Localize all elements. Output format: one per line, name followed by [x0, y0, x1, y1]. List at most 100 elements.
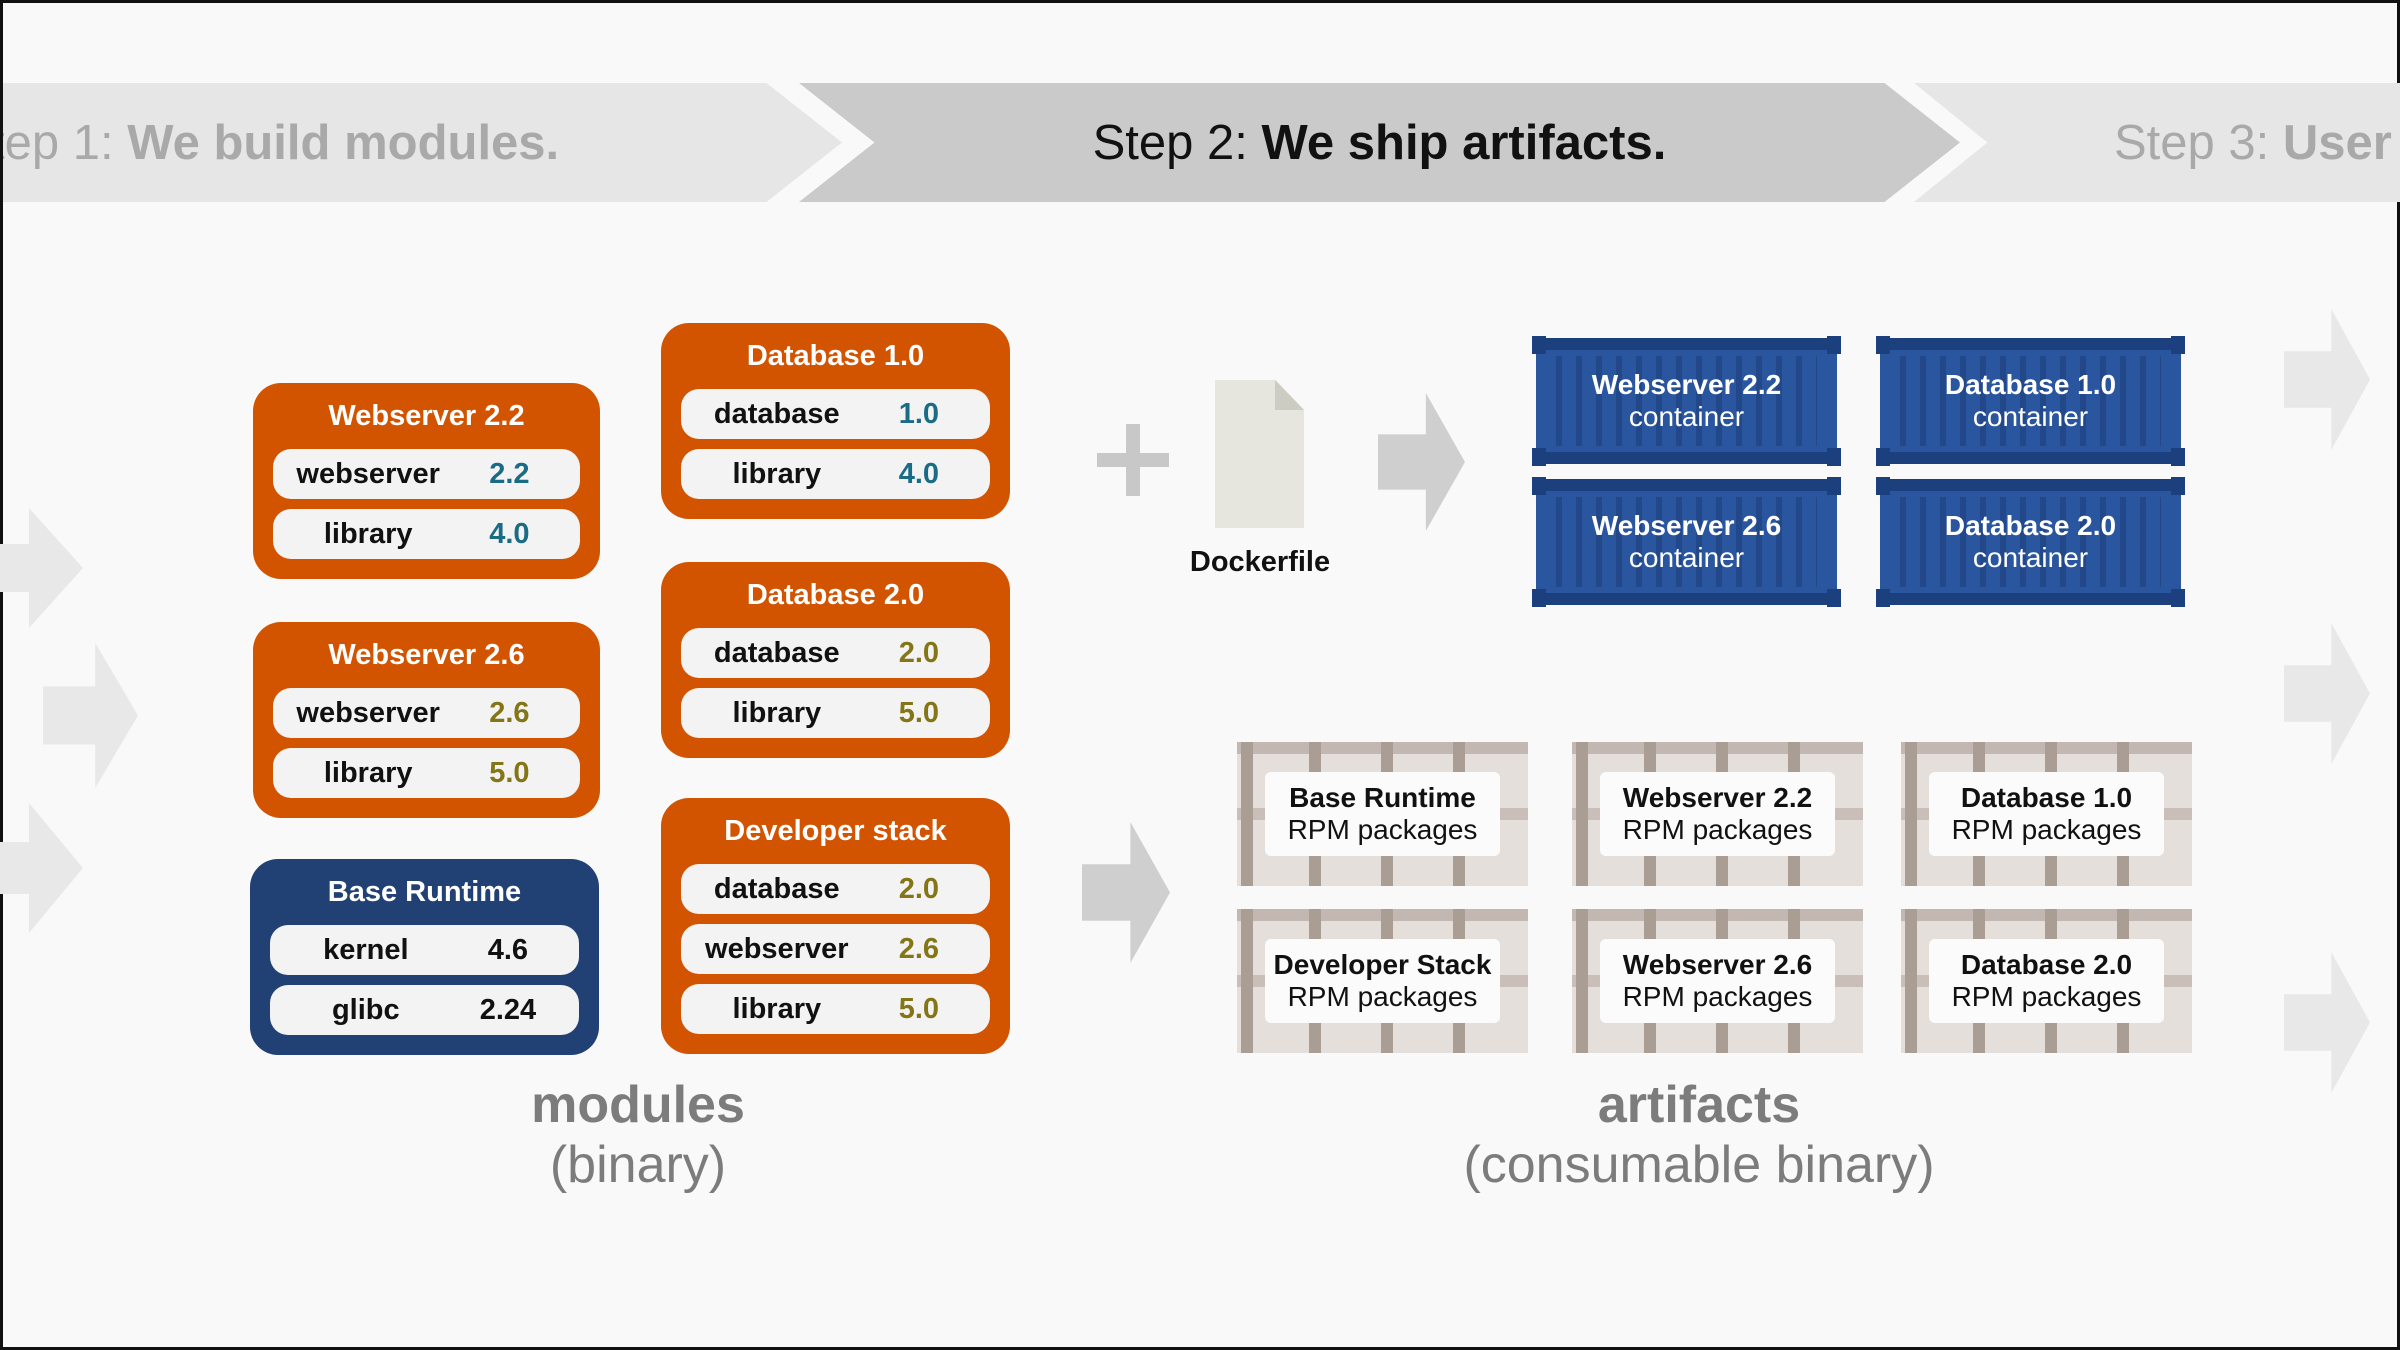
rpm-title: Developer Stack — [1273, 949, 1492, 980]
arrow-icon — [0, 803, 83, 933]
package-name: webserver — [296, 457, 440, 490]
package-version: 5.0 — [489, 756, 530, 789]
package-version: 4.0 — [489, 517, 530, 550]
rpm-subtitle: RPM packages — [1622, 981, 1813, 1012]
package-row: webserver 2.6 — [681, 924, 990, 974]
package-version: 2.24 — [479, 993, 537, 1026]
package-name: library — [323, 517, 413, 550]
package-name: library — [732, 992, 822, 1025]
package-row: glibc 2.24 — [270, 985, 579, 1035]
package-version: 2.2 — [489, 457, 530, 490]
package-row: database 2.0 — [681, 864, 990, 914]
module-title: Database 1.0 — [746, 340, 925, 372]
arrow-icon — [0, 508, 83, 628]
arrow-icon — [2284, 952, 2370, 1093]
step-2-banner: Step 2: We ship artifacts. — [799, 83, 1960, 202]
package-version: 4.0 — [898, 457, 940, 490]
arrow-icon — [1082, 822, 1170, 963]
arrow-icon — [43, 643, 138, 788]
rpm-subtitle: RPM packages — [1622, 814, 1813, 845]
module-developer-stack: Developer stack database 2.0 webserver 2.6 li… — [661, 798, 1010, 1054]
package-row: library 5.0 — [681, 984, 990, 1034]
artifacts-title: artifacts — [1597, 1076, 1801, 1134]
rpm-title: Database 1.0 — [1960, 782, 2133, 813]
step-2-title: We ship artifacts. — [1261, 115, 1667, 170]
container-title: Webserver 2.2 — [1591, 369, 1782, 400]
step-1-title: We build modules. — [127, 115, 560, 170]
arrow-icon — [2284, 309, 2370, 450]
container-subtitle: container — [1972, 542, 2089, 573]
modules-subtitle: (binary) — [549, 1136, 727, 1194]
package-name: webserver — [296, 696, 440, 729]
package-version: 5.0 — [898, 696, 940, 729]
step-1-banner: tep 1: We build modules. — [3, 83, 842, 202]
package-name: webserver — [705, 932, 849, 965]
rpm-title: Webserver 2.6 — [1622, 949, 1813, 980]
step-3-banner: Step 3: User — [1914, 83, 2400, 202]
package-name: library — [732, 696, 822, 729]
plus-icon — [1126, 424, 1140, 496]
rpm-title: Base Runtime — [1289, 782, 1476, 813]
package-row: webserver 2.6 — [273, 688, 580, 738]
rpm-title: Webserver 2.2 — [1622, 782, 1813, 813]
package-version: 2.0 — [898, 872, 940, 905]
container-subtitle: container — [1628, 542, 1745, 573]
container-title: Database 1.0 — [1944, 369, 2117, 400]
container-title: Database 2.0 — [1944, 510, 2117, 541]
arrow-icon — [2284, 623, 2370, 764]
rpm-subtitle: RPM packages — [1951, 981, 2142, 1012]
package-version: 2.6 — [898, 932, 940, 965]
artifacts-subtitle: (consumable binary) — [1463, 1136, 1935, 1194]
package-name: glibc — [331, 993, 400, 1026]
rpm-subtitle: RPM packages — [1287, 814, 1478, 845]
package-version: 1.0 — [898, 397, 940, 430]
step-3-prefix: Step 3: — [2114, 115, 2283, 170]
module-title: Base Runtime — [327, 876, 522, 908]
rpm-subtitle: RPM packages — [1287, 981, 1478, 1012]
package-name: database — [713, 636, 840, 669]
module-webserver-2-2: Webserver 2.2 webserver 2.2 library 4.0 — [253, 383, 600, 579]
package-version: 4.6 — [487, 933, 529, 966]
package-version: 2.6 — [489, 696, 530, 729]
package-row: webserver 2.2 — [273, 449, 580, 499]
step-2-prefix: Step 2: — [1092, 115, 1262, 170]
module-title: Developer stack — [724, 815, 947, 847]
package-row: kernel 4.6 — [270, 925, 579, 975]
package-name: library — [732, 457, 822, 490]
package-version: 5.0 — [898, 992, 940, 1025]
package-row: library 4.0 — [681, 449, 990, 499]
modules-title: modules — [531, 1076, 745, 1134]
container-subtitle: container — [1972, 401, 2089, 432]
modules-caption: modules(binary) — [438, 1075, 838, 1195]
module-title: Database 2.0 — [746, 579, 925, 611]
package-name: kernel — [323, 933, 409, 966]
container-title: Webserver 2.6 — [1591, 510, 1782, 541]
package-row: library 4.0 — [273, 509, 580, 559]
artifacts-caption: artifacts(consumable binary) — [1349, 1075, 2049, 1195]
step-3-title: User — [2282, 115, 2392, 170]
module-title: Webserver 2.2 — [328, 400, 525, 432]
module-base-runtime: Base Runtime kernel 4.6 glibc 2.24 — [250, 859, 599, 1055]
package-name: database — [713, 872, 840, 905]
rpm-title: Database 2.0 — [1960, 949, 2133, 980]
